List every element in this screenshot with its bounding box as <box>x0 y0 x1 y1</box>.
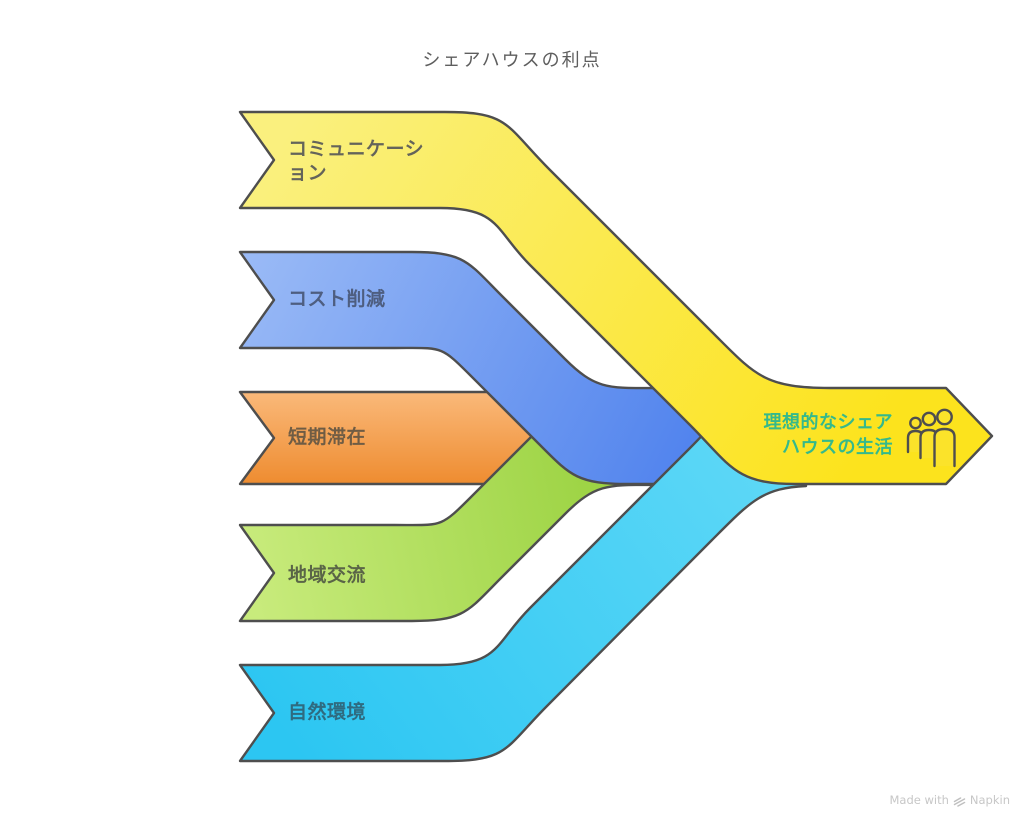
band-label-local-exchange: 地域交流 <box>288 564 367 586</box>
watermark-prefix: Made with <box>889 793 949 807</box>
watermark-brand: Napkin <box>969 793 1010 807</box>
diagram-title: シェアハウスの利点 <box>422 50 602 71</box>
watermark: Made with Napkin <box>890 793 1011 807</box>
band-label-communication: コミュニケーション <box>288 138 425 184</box>
band-label-short-stay: 短期滞在 <box>288 426 367 448</box>
napkin-logo-icon <box>953 794 966 807</box>
output-arrow-label: 理想的なシェアハウスの生活 <box>763 412 893 458</box>
people-group-icon <box>906 408 956 468</box>
band-label-cost-reduction: コスト削減 <box>288 288 386 310</box>
band-label-nature: 自然環境 <box>288 701 367 723</box>
band-communication-output-arrow <box>238 110 994 486</box>
